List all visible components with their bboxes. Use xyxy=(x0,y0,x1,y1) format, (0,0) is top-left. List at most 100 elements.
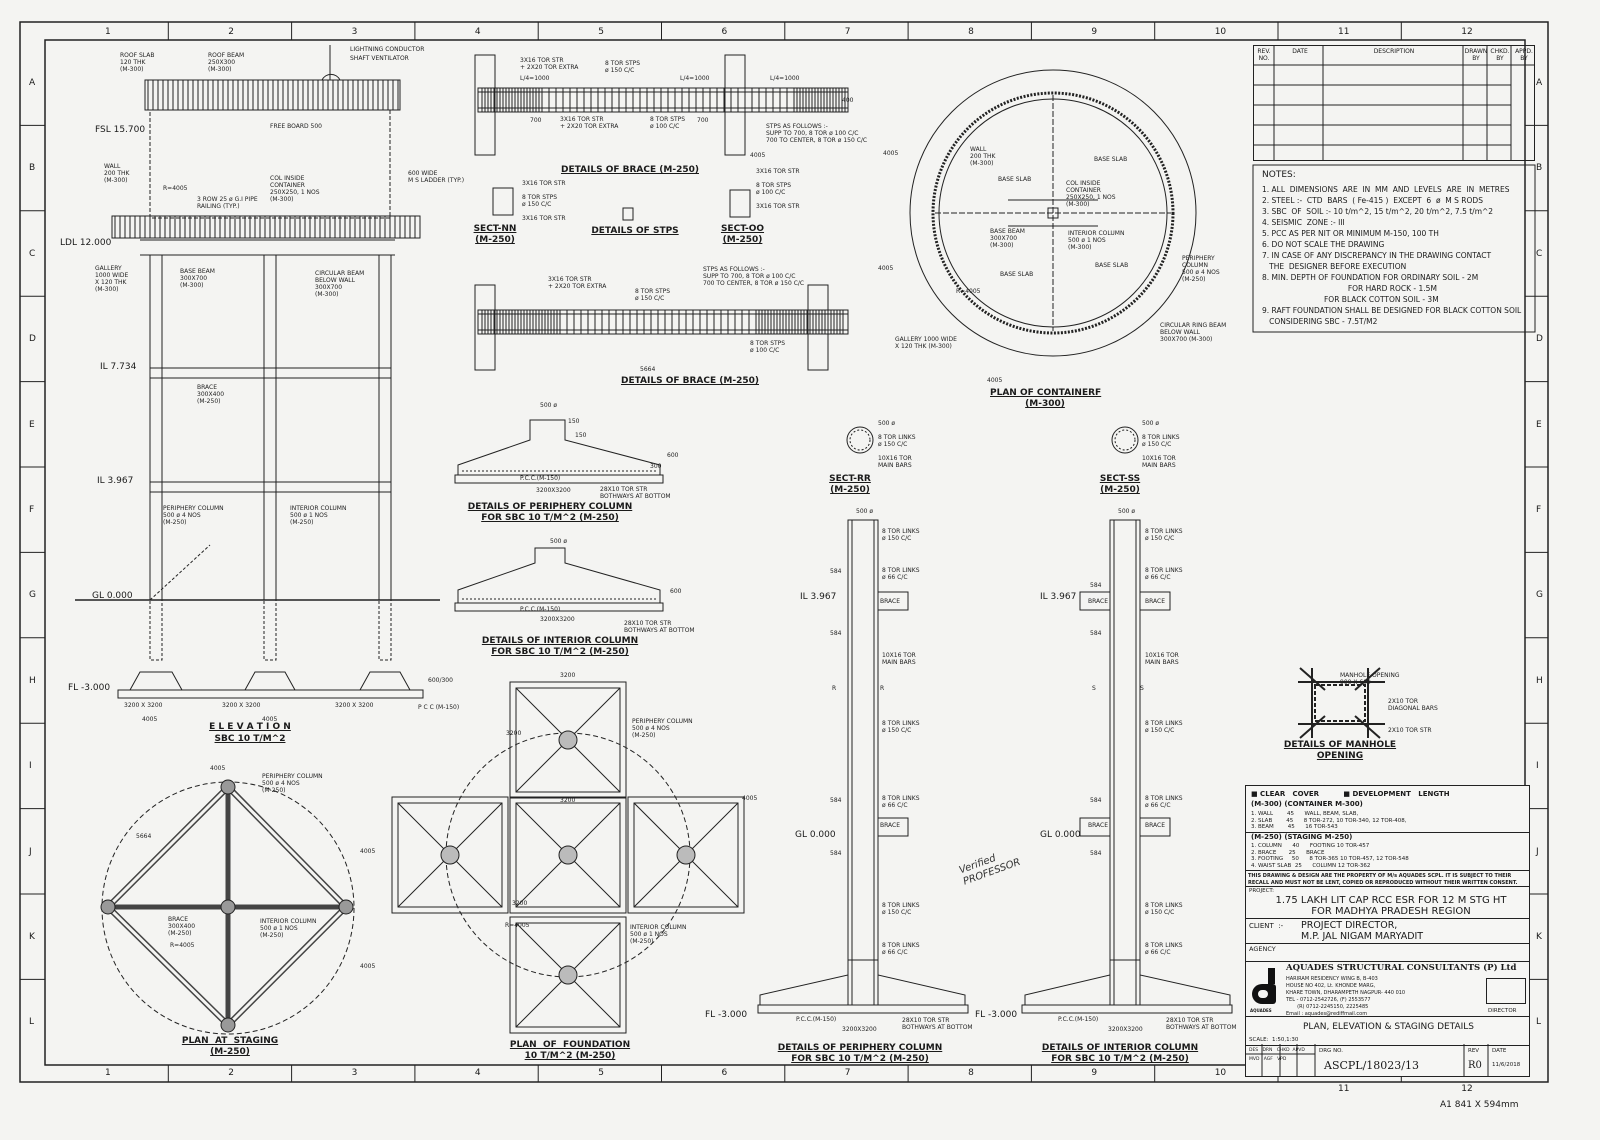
grid-row-label: D xyxy=(1536,334,1543,345)
foundation-plan xyxy=(391,681,745,1034)
grid-column-label: 5 xyxy=(598,27,604,37)
grid-column-label: 10 xyxy=(1214,27,1227,37)
annotation-label: 584 xyxy=(1090,582,1102,589)
annotation-label: R xyxy=(880,685,885,692)
annotation-label: 3200 xyxy=(512,900,528,907)
grid-column-label: 3 xyxy=(351,27,358,37)
annotation-label: L/4=1000 xyxy=(520,75,550,82)
drawing-title: PLAN, ELEVATION & STAGING DETAILS xyxy=(1302,1022,1475,1032)
date-label: DATE xyxy=(1492,1048,1507,1054)
grid-column-label: 11 xyxy=(1338,1084,1350,1094)
annotation-label: 8 TOR LINKS ø 66 C/C xyxy=(882,942,920,956)
annotation-label: BRACE 300X400 (M-250) xyxy=(168,916,196,937)
director-label: DIRECTOR xyxy=(1488,1008,1517,1014)
periphery-column-detail xyxy=(757,426,969,1014)
cover-container-rows: 1. WALL 45 WALL, BEAM, SLAB, 2. SLAB 45 … xyxy=(1251,811,1407,830)
annotation-label: 8 TOR LINKS ø 66 C/C xyxy=(882,795,920,809)
grid-row-label: D xyxy=(29,334,36,345)
annotation-label: 584 xyxy=(1090,850,1102,857)
grid-column-label: 12 xyxy=(1461,1084,1473,1094)
annotation-label: 4005 xyxy=(878,265,894,272)
periphery-column-title: DETAILS OF PERIPHERY COLUMN FOR SBC 10 T… xyxy=(777,1043,943,1064)
brace-detail-1 xyxy=(474,54,849,156)
drawing-date: 11/6/2018 xyxy=(1492,1062,1521,1068)
grid-row-label: J xyxy=(1536,846,1539,857)
annotation-label: 600 xyxy=(667,452,679,459)
rev-header: REV. NO. xyxy=(1257,48,1271,62)
annotation-label: 500 ø xyxy=(540,402,558,409)
annotation-label: 600 WIDE M S LADDER (TYP.) xyxy=(408,170,465,184)
note-item: 2. STEEL :- CTD BARS ( Fe-415 ) EXCEPT 6… xyxy=(1262,196,1483,205)
annotation-label: P C C (M-150) xyxy=(418,704,460,711)
annotation-label: 4005 xyxy=(742,795,758,802)
annotation-label: GALLERY 1000 WIDE X 120 THK (M-300) xyxy=(895,336,957,350)
annotation-label: 28X10 TOR STR BOTHWAYS AT BOTTOM xyxy=(1166,1017,1237,1031)
annotation-label: P.C.C.(M-150) xyxy=(520,606,561,613)
annotation-label: 4005 xyxy=(262,716,278,723)
cover-container-heading: (M-300) (CONTAINER M-300) xyxy=(1251,800,1363,808)
annotation-label: BRACE xyxy=(1145,598,1166,605)
annotation-label: INTERIOR COLUMN 500 ø 1 NOS (M-250) xyxy=(630,924,687,945)
annotation-label: S xyxy=(1140,685,1144,692)
annotation-label: CIRCULAR BEAM BELOW WALL 300X700 (M-300) xyxy=(315,270,365,298)
level-marker: IL 3.967 xyxy=(800,592,837,602)
date-header: DATE xyxy=(1292,48,1308,55)
annotation-label: BRACE xyxy=(880,598,901,605)
annotation-label: 8 TOR LINKS ø 150 C/C xyxy=(1145,528,1183,542)
grid-row-label: C xyxy=(29,248,36,259)
annotation-label: STPS AS FOLLOWS :- SUPP TO 700, 8 TOR ø … xyxy=(703,266,805,287)
annotation-label: 4005 xyxy=(360,963,376,970)
annotation-label: ROOF SLAB 120 THK (M-300) xyxy=(120,52,155,73)
grid-column-label: 6 xyxy=(721,27,728,37)
grid-column-label: 6 xyxy=(721,1068,728,1078)
revision-number: R0 xyxy=(1468,1060,1482,1071)
annotation-label: PERIPHERY COLUMN 500 ø 4 NOS (M-250) xyxy=(163,505,224,526)
cover-heading: ■ CLEAR COVER ■ DEVELOPMENT LENGTH xyxy=(1251,790,1450,798)
annotation-label: 584 xyxy=(830,850,842,857)
level-marker: IL 3.967 xyxy=(97,476,134,486)
annotation-label: 3X16 TOR STR + 2X20 TOR EXTRA xyxy=(548,276,607,290)
annotation-label: 28X10 TOR STR BOTHWAYS AT BOTTOM xyxy=(624,620,695,634)
grid-column-label: 8 xyxy=(968,1068,974,1078)
grid-row-label: F xyxy=(1536,505,1542,515)
annotation-label: 400 xyxy=(842,97,854,104)
annotation-label: BRACE 300X400 (M-250) xyxy=(197,384,225,405)
annotation-label: MANHOLE OPENING 900 X 600 xyxy=(1340,672,1400,686)
annotation-label: 4005 xyxy=(883,150,899,157)
grid-column-label: 7 xyxy=(844,27,851,37)
property-notice: THIS DRAWING & DESIGN ARE THE PROPERTY O… xyxy=(1248,873,1518,886)
grid-column-label: 10 xyxy=(1214,1068,1227,1078)
annotation-label: 584 xyxy=(1090,630,1102,637)
annotation-label: 8 TOR STPS ø 150 C/C xyxy=(635,288,671,302)
level-marker: FSL 15.700 xyxy=(95,125,146,135)
annotation-label: 600 xyxy=(670,588,682,595)
title-block: ■ CLEAR COVER ■ DEVELOPMENT LENGTH (M-30… xyxy=(1245,785,1530,1077)
annotation-label: 584 xyxy=(830,797,842,804)
annotation-label: 3200 X 3200 xyxy=(124,702,163,709)
annotation-label: R xyxy=(832,685,837,692)
grid-column-label: 4 xyxy=(474,27,481,37)
annotation-label: BRACE xyxy=(1088,598,1109,605)
annotation-label: 3200X3200 xyxy=(842,1026,877,1033)
grid-column-label: 1 xyxy=(105,27,111,37)
grid-row-label: I xyxy=(1536,761,1539,772)
interior-column-detail xyxy=(1021,426,1233,1014)
annotation-label: BASE SLAB xyxy=(998,176,1032,183)
note-item: 9. RAFT FOUNDATION SHALL BE DESIGNED FOR… xyxy=(1262,306,1522,326)
grid-row-label: A xyxy=(1536,78,1543,88)
annotation-label: P.C.C.(M-150) xyxy=(520,475,561,482)
annotation-label: 8 TOR LINKS ø 66 C/C xyxy=(1145,795,1183,809)
annotation-label: 10X16 TOR MAIN BARS xyxy=(882,652,916,666)
container-plan-title: PLAN OF CONTAINERF (M-300) xyxy=(990,388,1102,409)
grid-row-label: K xyxy=(29,932,35,942)
annotation-label: P.C.C.(M-150) xyxy=(796,1016,837,1023)
drawing-number-label: DRG NO. xyxy=(1319,1048,1344,1054)
annotation-label: WALL 200 THK (M-300) xyxy=(970,146,996,167)
agency-label: AGENCY xyxy=(1249,945,1276,953)
grid-row-label: L xyxy=(29,1017,35,1028)
project-label: PROJECT: xyxy=(1249,888,1275,894)
annotation-label: INTERIOR COLUMN 500 ø 1 NOS (M-250) xyxy=(290,505,347,526)
brace-1-title: DETAILS OF BRACE (M-250) xyxy=(560,165,699,175)
annotation-label: 3X16 TOR STR + 2X20 TOR EXTRA xyxy=(560,116,619,130)
